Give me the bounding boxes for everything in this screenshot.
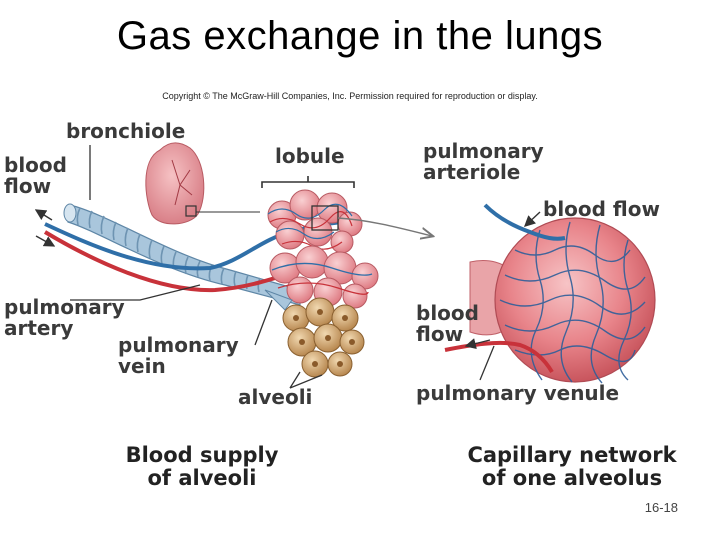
pulmonary-vein-vessel xyxy=(43,230,301,293)
slide-title: Gas exchange in the lungs xyxy=(116,14,604,58)
label-alveoli: alveoli xyxy=(238,385,313,409)
caption-capillary-network-line1: Capillary network xyxy=(467,443,677,467)
label-pulmonary-vein-line2: vein xyxy=(118,354,166,378)
blood-flow-out-arrow xyxy=(464,338,491,350)
caption-capillary-network-line2: of one alveolus xyxy=(481,466,663,490)
label-blood-flow-right-line1: blood xyxy=(416,301,479,325)
label-pulmonary-artery-line2: artery xyxy=(4,316,74,340)
caption-blood-supply-line2: of alveoli xyxy=(147,466,257,490)
lung-thumbnail xyxy=(145,142,260,225)
label-blood-flow-left-line2: flow xyxy=(4,174,52,198)
label-pulmonary-vein-line1: pulmonary xyxy=(118,333,239,357)
slide-number: 16-18 xyxy=(644,500,678,515)
label-blood-flow-right-top: blood flow xyxy=(543,197,660,221)
lobule-bracket xyxy=(261,181,355,188)
label-pulmonary-venule: pulmonary venule xyxy=(416,381,620,405)
label-blood-flow-left-line1: blood xyxy=(4,153,67,177)
caption-blood-supply-line1: Blood supply xyxy=(125,443,279,467)
lobule-cluster xyxy=(267,189,432,254)
alveoli-cluster xyxy=(264,289,365,378)
label-blood-flow-right-line2: flow xyxy=(416,322,464,346)
label-pulmonary-arteriole-line1: pulmonary xyxy=(423,139,544,163)
label-pulmonary-arteriole-line2: arteriole xyxy=(423,160,521,184)
label-bronchiole: bronchiole xyxy=(66,119,186,143)
bronchiole-tube xyxy=(63,203,301,306)
blood-flow-in-arrow xyxy=(523,211,541,227)
label-lobule: lobule xyxy=(275,144,345,168)
left-leader-lines xyxy=(70,145,323,389)
venule-leader-line xyxy=(479,345,495,381)
copyright-notice: Copyright © The McGraw-Hill Companies, I… xyxy=(162,91,538,101)
capillary-network-illustration xyxy=(444,203,656,384)
label-pulmonary-artery-line1: pulmonary xyxy=(4,295,125,319)
